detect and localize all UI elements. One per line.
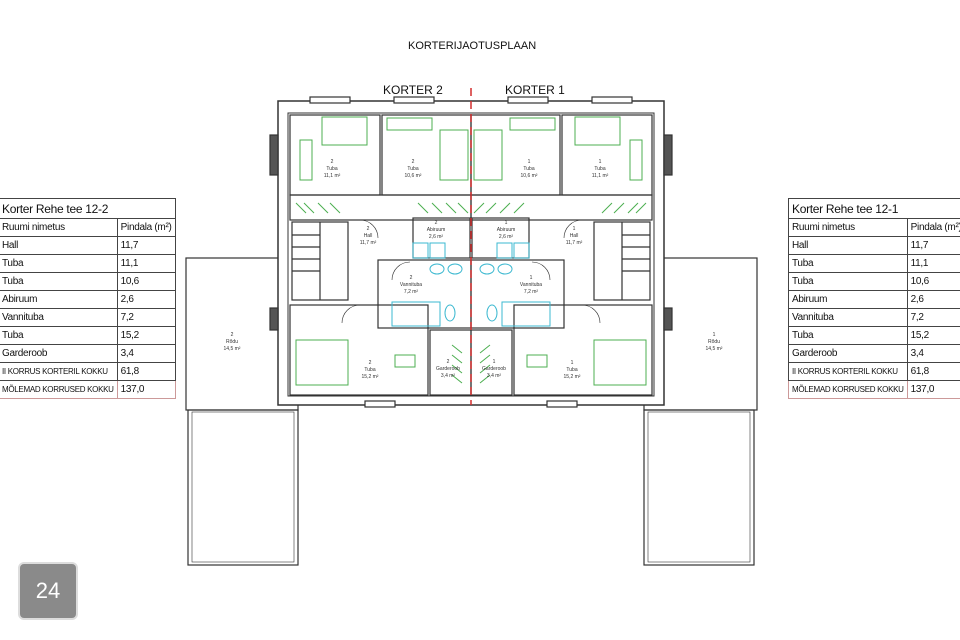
room-label: 3,4 m² bbox=[441, 373, 456, 379]
table-cell: II KORRUS KORTERIL KOKKU bbox=[788, 362, 908, 381]
room-label: 11,1 m² bbox=[592, 173, 609, 179]
room-label: 10,6 m² bbox=[521, 173, 538, 179]
table-cell: Ruumi nimetus bbox=[788, 218, 908, 237]
room-label: Garderoob bbox=[482, 366, 506, 372]
room-label: Tuba bbox=[566, 367, 577, 373]
room-label: Hall bbox=[570, 233, 579, 239]
table-cell: Hall bbox=[0, 236, 118, 255]
table-cell: MÕLEMAD KORRUSED KOKKU bbox=[788, 380, 908, 399]
apartment-label-left: KORTER 2 bbox=[383, 83, 443, 97]
table-cell: 137,0 bbox=[116, 380, 176, 399]
room-label: 15,2 m² bbox=[362, 374, 379, 380]
room-label: Rõdu bbox=[226, 339, 238, 345]
table-cell: Tuba bbox=[788, 272, 908, 291]
room-label: 1 bbox=[530, 275, 533, 281]
table-cell: 61,8 bbox=[906, 362, 960, 381]
room-label: Garderoob bbox=[436, 366, 460, 372]
apartment-label-right: KORTER 1 bbox=[505, 83, 565, 97]
room-label: 3,4 m² bbox=[487, 373, 502, 379]
room-label: 2 bbox=[435, 220, 438, 226]
table-cell: Ruumi nimetus bbox=[0, 218, 118, 237]
table-cell: Tuba bbox=[788, 254, 908, 273]
room-label: 2 bbox=[369, 360, 372, 366]
room-label: 2,6 m² bbox=[429, 234, 444, 240]
room-label: Tuba bbox=[594, 166, 605, 172]
table-cell: Abiruum bbox=[788, 290, 908, 309]
table-cell: II KORRUS KORTERIL KOKKU bbox=[0, 362, 118, 381]
room-label: 15,2 m² bbox=[564, 374, 581, 380]
table-cell: 7,2 bbox=[906, 308, 960, 327]
table-cell: Abiruum bbox=[0, 290, 118, 309]
room-label: 2,6 m² bbox=[499, 234, 514, 240]
room-label: Rõdu bbox=[708, 339, 720, 345]
room-label: 7,2 m² bbox=[524, 289, 539, 295]
table-cell: Hall bbox=[788, 236, 908, 255]
room-label: 1 bbox=[599, 159, 602, 165]
room-label: 10,6 m² bbox=[405, 173, 422, 179]
table-cell: 15,2 bbox=[116, 326, 176, 345]
table-title: Korter Rehe tee 12-1 bbox=[788, 198, 960, 219]
room-label: Vannituba bbox=[520, 282, 542, 288]
room-label: 11,7 m² bbox=[360, 240, 377, 246]
table-cell: 10,6 bbox=[906, 272, 960, 291]
room-label: Tuba bbox=[407, 166, 418, 172]
plan-title: KORTERIJAOTUSPLAAN bbox=[408, 40, 537, 52]
room-label: Vannituba bbox=[400, 282, 422, 288]
table-cell: Pindala (m²) bbox=[116, 218, 176, 237]
table-cell: 11,7 bbox=[906, 236, 960, 255]
room-label: 2 bbox=[367, 226, 370, 232]
table-cell: 10,6 bbox=[116, 272, 176, 291]
table-cell: Vannituba bbox=[788, 308, 908, 327]
table-title: Korter Rehe tee 12-2 bbox=[0, 198, 176, 219]
table-cell: 2,6 bbox=[116, 290, 176, 309]
table-cell: 3,4 bbox=[906, 344, 960, 363]
room-label: 2 bbox=[231, 332, 234, 338]
table-cell: Garderoob bbox=[0, 344, 118, 363]
table-cell: 3,4 bbox=[116, 344, 176, 363]
page-number-badge: 24 bbox=[18, 562, 78, 620]
table-cell: Tuba bbox=[0, 326, 118, 345]
table-cell: 11,1 bbox=[906, 254, 960, 273]
room-label: 14,5 m² bbox=[224, 346, 241, 352]
room-label: 11,7 m² bbox=[566, 240, 583, 246]
room-label: Tuba bbox=[326, 166, 337, 172]
table-cell: Tuba bbox=[788, 326, 908, 345]
table-cell: MÕLEMAD KORRUSED KOKKU bbox=[0, 380, 118, 399]
room-label: Abiruum bbox=[497, 227, 516, 233]
room-label: 2 bbox=[447, 359, 450, 365]
table-cell: Pindala (m²) bbox=[906, 218, 960, 237]
room-label: 2 bbox=[412, 159, 415, 165]
table-cell: 137,0 bbox=[906, 380, 960, 399]
room-label: 1 bbox=[493, 359, 496, 365]
table-cell: 15,2 bbox=[906, 326, 960, 345]
room-label: 1 bbox=[713, 332, 716, 338]
room-label: 1 bbox=[528, 159, 531, 165]
table-cell: 11,7 bbox=[116, 236, 176, 255]
table-cell: 61,8 bbox=[116, 362, 176, 381]
table-cell: Vannituba bbox=[0, 308, 118, 327]
table-cell: 11,1 bbox=[116, 254, 176, 273]
room-label: Hall bbox=[364, 233, 373, 239]
room-label: 14,5 m² bbox=[706, 346, 723, 352]
room-label: 2 bbox=[410, 275, 413, 281]
table-cell: 2,6 bbox=[906, 290, 960, 309]
room-label: Abiruum bbox=[427, 227, 446, 233]
room-label: 11,1 m² bbox=[324, 173, 341, 179]
table-cell: 7,2 bbox=[116, 308, 176, 327]
room-label: 1 bbox=[505, 220, 508, 226]
table-cell: Tuba bbox=[0, 272, 118, 291]
table-cell: Garderoob bbox=[788, 344, 908, 363]
room-label: Tuba bbox=[523, 166, 534, 172]
room-label: 1 bbox=[571, 360, 574, 366]
room-label: 7,2 m² bbox=[404, 289, 419, 295]
room-label: 1 bbox=[573, 226, 576, 232]
table-cell: Tuba bbox=[0, 254, 118, 273]
room-label: Tuba bbox=[364, 367, 375, 373]
room-label: 2 bbox=[331, 159, 334, 165]
